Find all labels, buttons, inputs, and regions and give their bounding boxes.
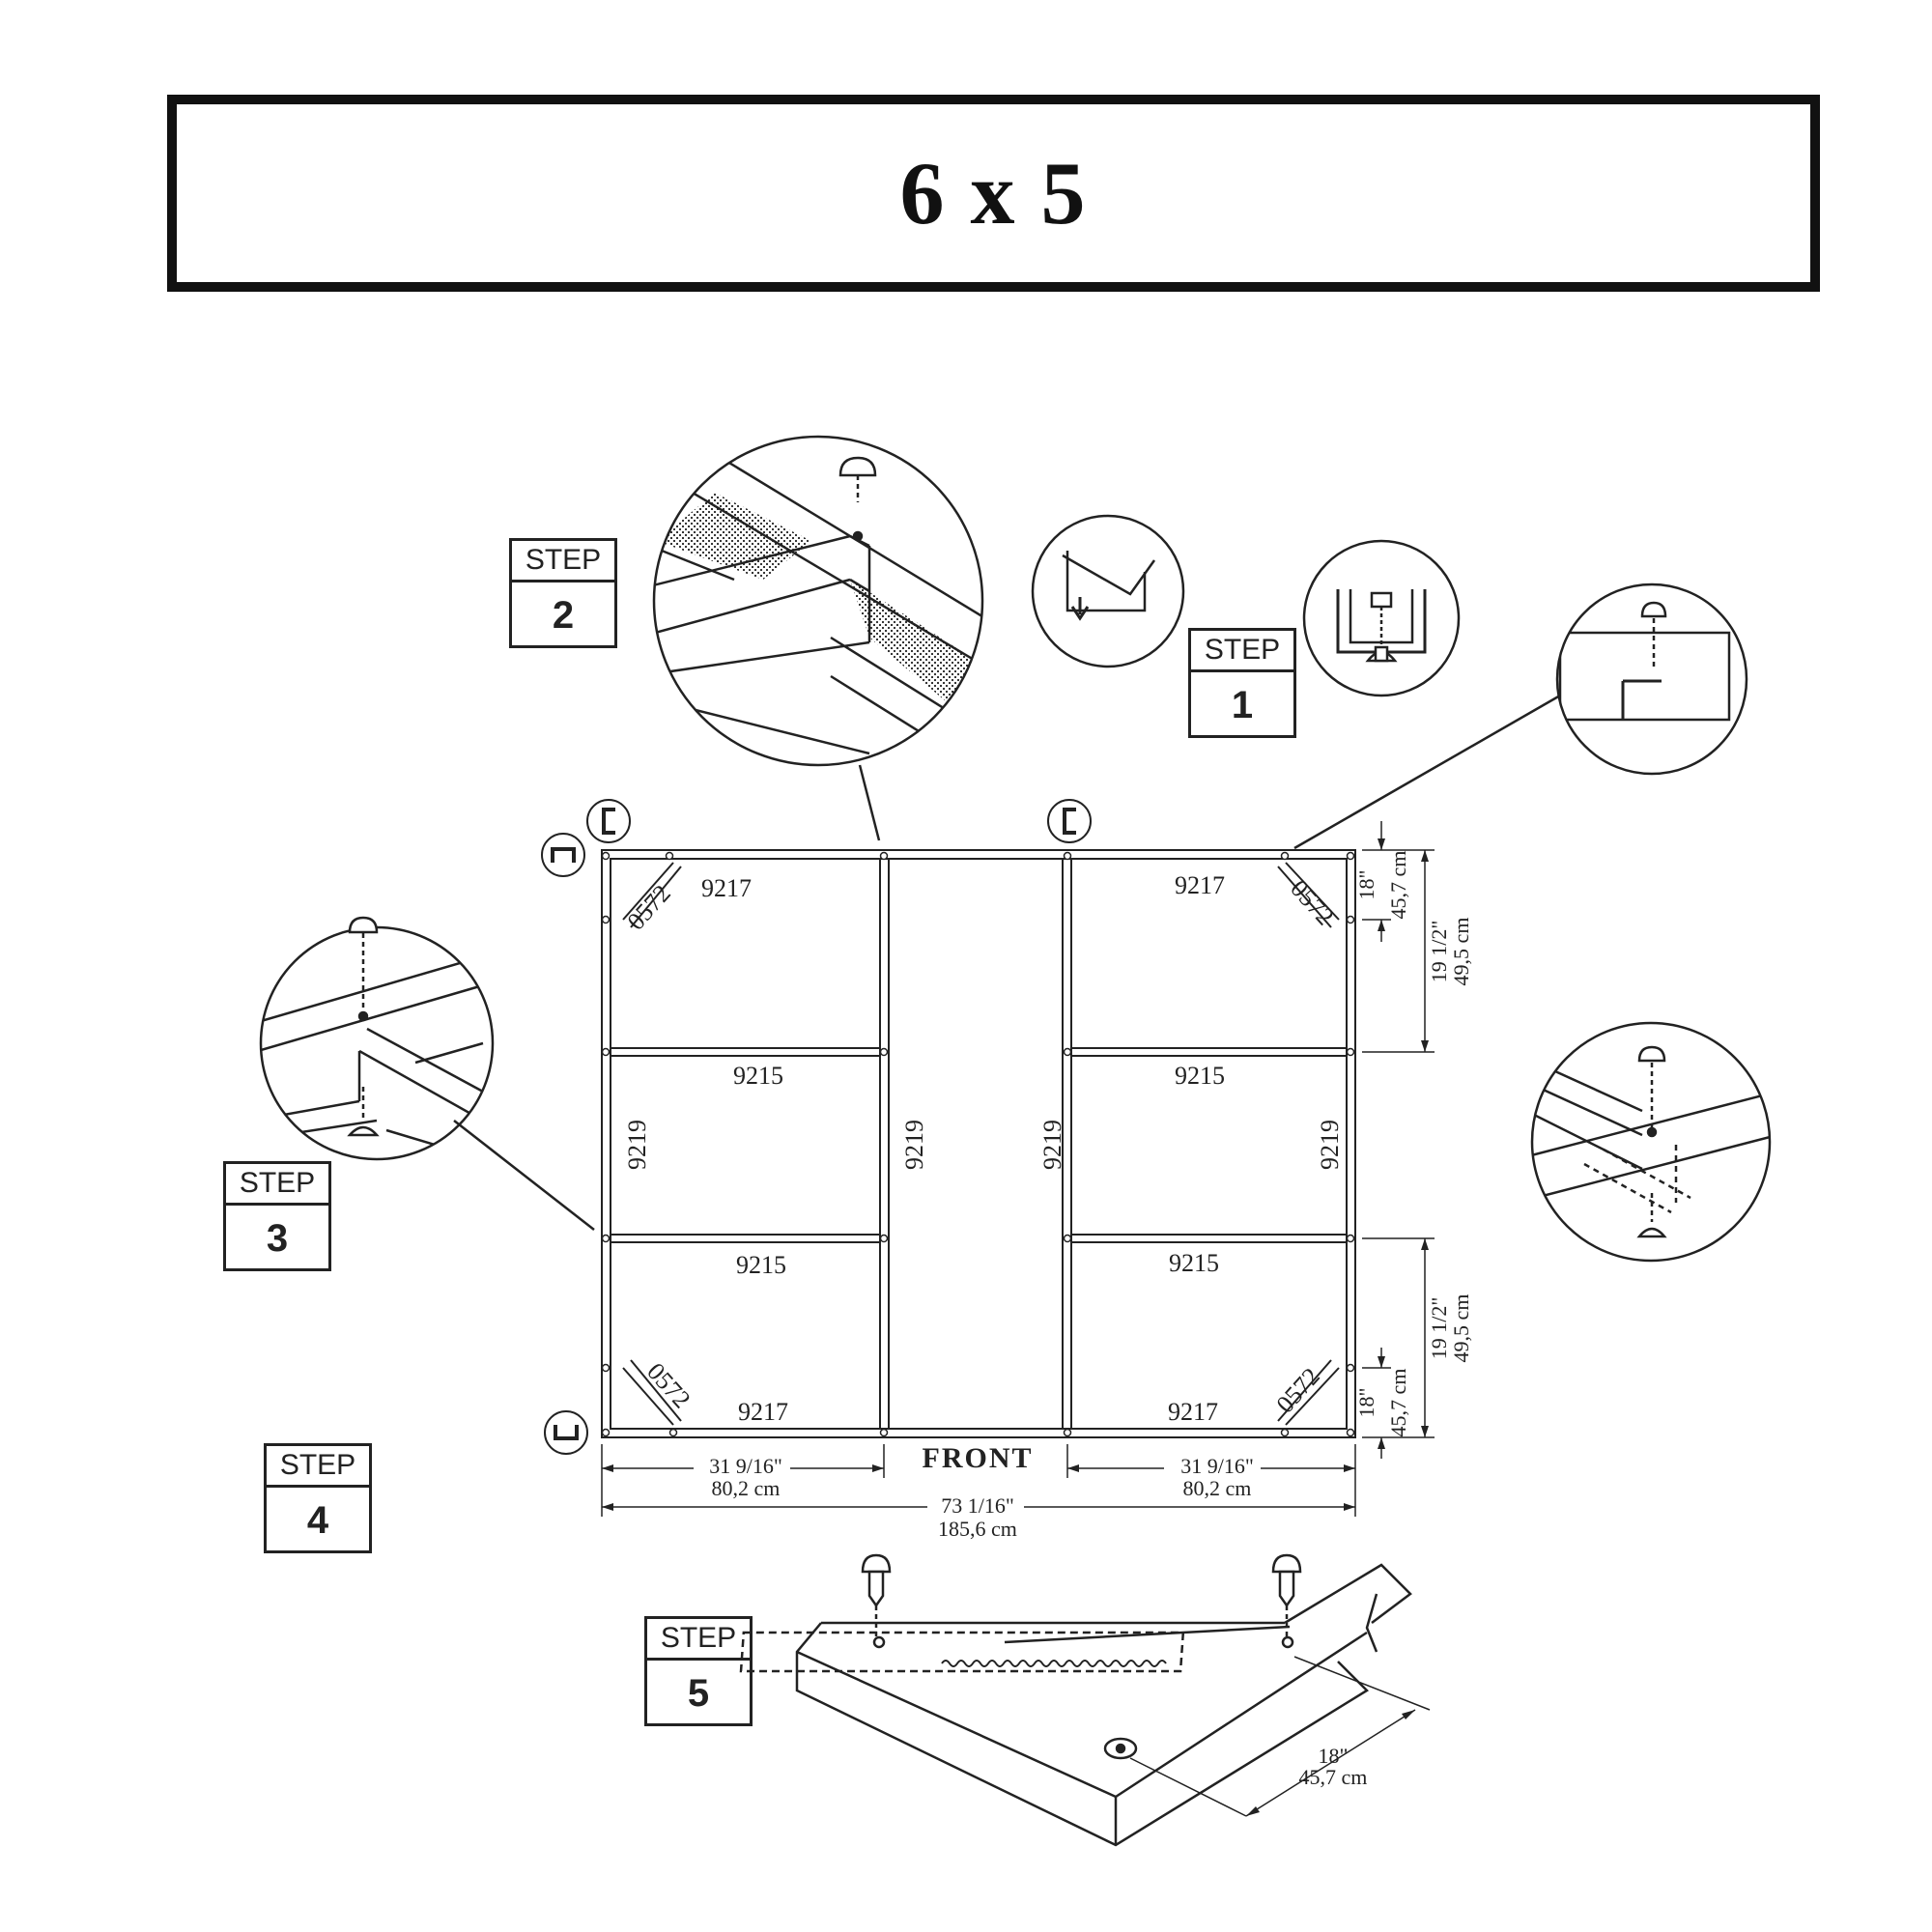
step-3-detail [259, 916, 595, 1231]
cross-joint-detail [1530, 1021, 1772, 1263]
dim-bay-top-cm: 49,5 cm [1449, 918, 1473, 986]
part-label-9219: 9219 [1316, 1120, 1344, 1170]
step-2-detail [652, 435, 984, 841]
part-label-9219: 9219 [623, 1120, 651, 1170]
part-label-9217: 9217 [738, 1398, 788, 1426]
page-title: 6 x 5 [899, 144, 1088, 242]
screw-holes [601, 851, 1355, 1437]
part-label-9219: 9219 [1038, 1120, 1066, 1170]
dim-corner-bottom-in: 18" [1354, 1388, 1378, 1418]
part-label-9215: 9215 [733, 1062, 783, 1090]
dim-width-in: 73 1/16" [941, 1493, 1014, 1518]
dim-corner-bottom-cm: 45,7 cm [1386, 1369, 1410, 1437]
step-4-label: STEP 4 [264, 1443, 372, 1553]
dim-span-left-cm: 80,2 cm [712, 1476, 781, 1500]
part-label-9215: 9215 [1169, 1249, 1219, 1277]
dim-bay-bottom-cm: 49,5 cm [1449, 1294, 1473, 1363]
dim-corner-top-in: 18" [1354, 870, 1378, 900]
frame-inner [610, 858, 1348, 1430]
dim-step5-in: 18" [1319, 1744, 1349, 1768]
right-dimensions [1362, 821, 1435, 1459]
frame-outer [601, 849, 1356, 1438]
part-label-9215: 9215 [1175, 1062, 1225, 1090]
part-label-9217: 9217 [701, 874, 752, 902]
part-label-9217: 9217 [1168, 1398, 1218, 1426]
channel-symbols [541, 799, 1092, 1455]
floor-frame [601, 849, 1356, 1438]
dim-width-cm: 185,6 cm [938, 1517, 1017, 1541]
part-label-9217: 9217 [1175, 871, 1225, 899]
front-label: FRONT [923, 1442, 1034, 1474]
step-5-detail [739, 1553, 1431, 1847]
step-1-detail [1031, 514, 1461, 697]
step-3-label: STEP 3 [223, 1161, 331, 1271]
dim-corner-top-cm: 45,7 cm [1386, 851, 1410, 920]
step-5-label: STEP 5 [644, 1616, 753, 1726]
dim-span-right-cm: 80,2 cm [1183, 1476, 1252, 1500]
corner-detail [1293, 582, 1748, 850]
dim-bay-top-in: 19 1/2" [1427, 921, 1451, 983]
dim-step5-cm: 45,7 cm [1299, 1765, 1368, 1789]
part-label-9215: 9215 [736, 1251, 786, 1279]
step-1-label: STEP 1 [1188, 628, 1296, 738]
dim-span-left-in: 31 9/16" [709, 1454, 782, 1478]
dim-bay-bottom-in: 19 1/2" [1427, 1297, 1451, 1360]
step-2-label: STEP 2 [509, 538, 617, 648]
part-label-0572: 0572 [622, 879, 676, 935]
part-label-9219: 9219 [900, 1120, 928, 1170]
title-frame: 6 x 5 [167, 95, 1820, 292]
part-label-0572: 0572 [641, 1357, 696, 1413]
dim-span-right-in: 31 9/16" [1180, 1454, 1254, 1478]
